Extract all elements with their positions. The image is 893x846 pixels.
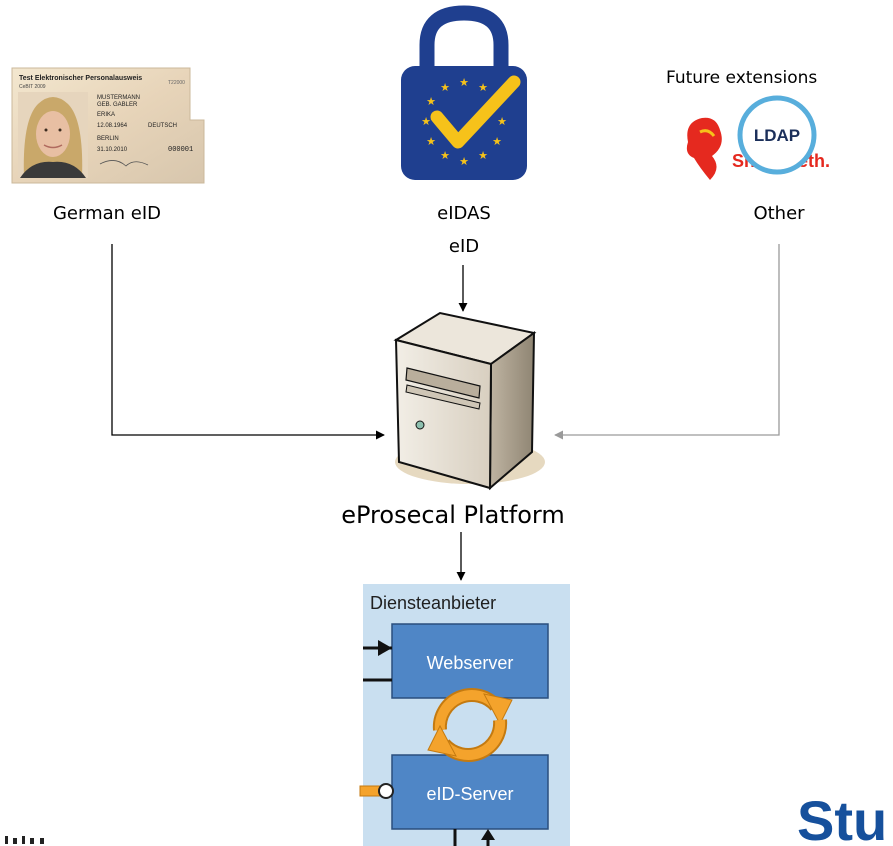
eid-server-box [391, 754, 549, 830]
webserver-box [391, 623, 549, 699]
checkmark-icon [430, 75, 521, 149]
other-connector [554, 244, 780, 440]
card-given-name: ERIKA [97, 112, 115, 118]
svg-text:★: ★ [492, 135, 502, 148]
card-year-text: CeBIT 2009 [19, 84, 46, 90]
ldap-text: LDAP [754, 126, 800, 145]
svg-text:★: ★ [440, 81, 450, 94]
card-portrait [18, 92, 88, 178]
german-id-card: Test Elektronischer Personalausweis CeBI… [11, 67, 205, 184]
eid-server-up-arrow [481, 829, 495, 840]
service-provider-title: Diensteanbieter [370, 593, 496, 613]
service-provider-panel: Diensteanbieter Webserver eID-Server [359, 584, 570, 846]
interface-socket [378, 783, 394, 799]
sync-icon [427, 688, 513, 762]
svg-text:★: ★ [497, 115, 507, 128]
card-birth-name: GEB. GABLER [97, 102, 138, 108]
eidas-label-line1: eIDAS [437, 203, 491, 224]
svg-text:★: ★ [426, 95, 436, 108]
card-header-text: Test Elektronischer Personalausweis [19, 75, 142, 82]
german-eid-connector [111, 244, 385, 440]
webserver-input-arrow [378, 640, 392, 656]
card-expiry: 31.10.2010 [97, 147, 128, 153]
partial-university-logo: Stu [797, 789, 887, 846]
platform-label: eProsecal Platform [341, 501, 565, 529]
ldap-logo: LDAP [737, 95, 817, 175]
german-eid-label: German eID [53, 203, 161, 224]
card-place: BERLIN [97, 136, 119, 142]
svg-text:★: ★ [426, 135, 436, 148]
svg-text:★: ★ [478, 149, 488, 162]
eid-server-label: eID-Server [426, 784, 513, 804]
webserver-label: Webserver [427, 653, 514, 673]
svg-text:★: ★ [478, 81, 488, 94]
card-id-code: T22000 [168, 80, 185, 86]
svg-text:★: ★ [459, 155, 469, 168]
eidas-padlock-icon: ★ ★ ★ ★ ★ ★ ★ ★ ★ ★ ★ ★ [401, 5, 527, 180]
svg-text:★: ★ [421, 115, 431, 128]
svg-text:★: ★ [459, 76, 469, 89]
server-icon [393, 311, 545, 491]
card-signature [99, 160, 149, 167]
card-name: MUSTERMANN [97, 95, 140, 101]
card-dob: 12.08.1964 [97, 123, 128, 129]
future-extensions-heading: Future extensions [666, 68, 817, 88]
svg-text:★: ★ [440, 149, 450, 162]
cropped-text-fragment [5, 836, 44, 844]
card-number: 000001 [168, 146, 193, 154]
card-nationality: DEUTSCH [148, 123, 177, 129]
eidas-label-line2: eID [449, 236, 479, 257]
other-label: Other [753, 203, 805, 224]
